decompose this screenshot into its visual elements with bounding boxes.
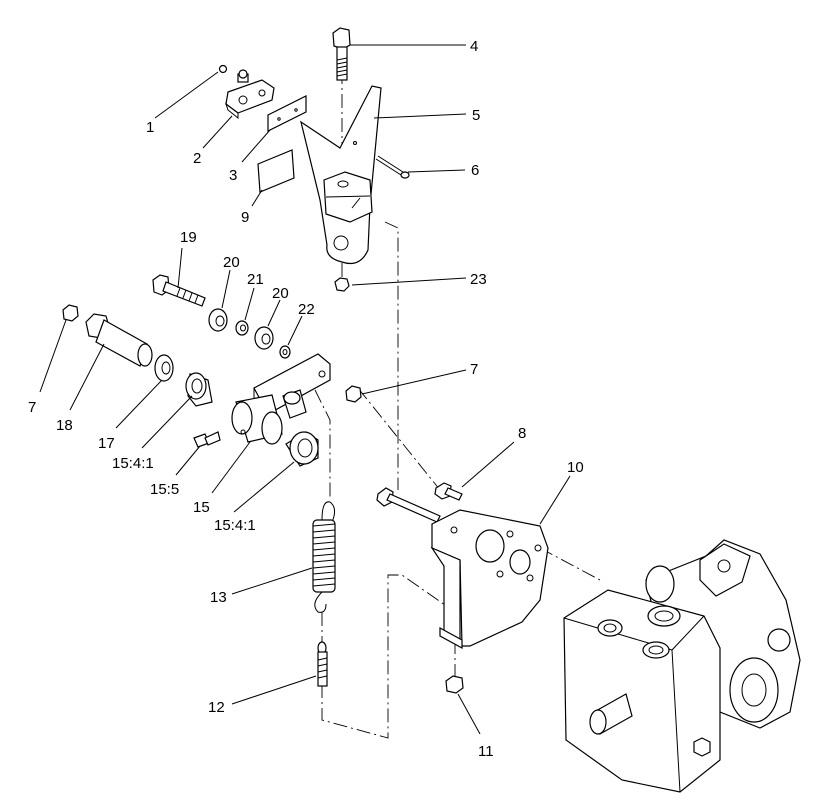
part-15-4-1-bushing-lower [285, 431, 319, 467]
callout-4: 4 [470, 38, 478, 55]
part-3-plate [267, 95, 307, 132]
callout-1: 1 [146, 119, 154, 136]
callout-5: 5 [472, 107, 480, 124]
part-5-bracket [300, 85, 382, 265]
callout-11: 11 [478, 743, 494, 760]
part-18-pivot [85, 313, 153, 367]
part-6-screw [375, 155, 410, 179]
part-15-arm [231, 353, 331, 445]
callout-21: 21 [247, 271, 264, 288]
callout-18: 18 [56, 417, 73, 434]
callout-3: 3 [229, 167, 237, 184]
callout-19: 19 [180, 229, 197, 246]
part-22-washer [279, 345, 291, 359]
callout-10: 10 [567, 459, 584, 476]
part-8-bolts [376, 482, 463, 523]
part-4-bolt [332, 27, 351, 81]
callout-23: 23 [470, 271, 487, 288]
part-7-nut-left [62, 304, 79, 322]
part-20-bearing-b [254, 326, 274, 350]
part-1-nut [218, 64, 228, 74]
leader-lines [39, 44, 571, 735]
callout-20-b: 20 [272, 285, 289, 302]
hydrostatic-pump [563, 539, 801, 793]
callout-15-4-1-upper: 15:4:1 [112, 455, 154, 472]
callout-8: 8 [518, 425, 526, 442]
callout-15-4-1-lower: 15:4:1 [214, 517, 256, 534]
callout-6: 6 [471, 162, 479, 179]
part-12-eyebolt [317, 641, 328, 687]
part-15-4-1-bushing-upper [185, 372, 213, 407]
callout-13: 13 [210, 589, 227, 606]
part-9-pad [257, 149, 295, 193]
callout-2: 2 [193, 150, 201, 167]
part-11-nut [445, 675, 464, 694]
callout-15-5: 15:5 [150, 481, 179, 498]
part-10-plate [430, 509, 549, 650]
part-20-bearing-a [208, 308, 228, 332]
part-7-nut-right [345, 385, 362, 403]
part-19-bolt [152, 274, 206, 307]
callout-7-left: 7 [28, 399, 36, 416]
part-21-spacer [235, 320, 249, 336]
callout-9: 9 [241, 209, 249, 226]
callout-12: 12 [208, 699, 225, 716]
callout-7-right: 7 [470, 361, 478, 378]
callout-17: 17 [98, 435, 115, 452]
part-23-nut [334, 277, 350, 292]
part-15-5-grease-fitting [193, 431, 221, 448]
callout-22: 22 [298, 301, 315, 318]
callout-15: 15 [193, 499, 210, 516]
part-17-washer [154, 354, 174, 382]
part-2-switch [225, 69, 275, 120]
callout-labels: 1 2 3 4 5 6 7 7 8 9 10 11 12 13 15 15:4:… [28, 38, 584, 760]
part-13-spring [312, 501, 336, 613]
callout-20-a: 20 [223, 254, 240, 271]
